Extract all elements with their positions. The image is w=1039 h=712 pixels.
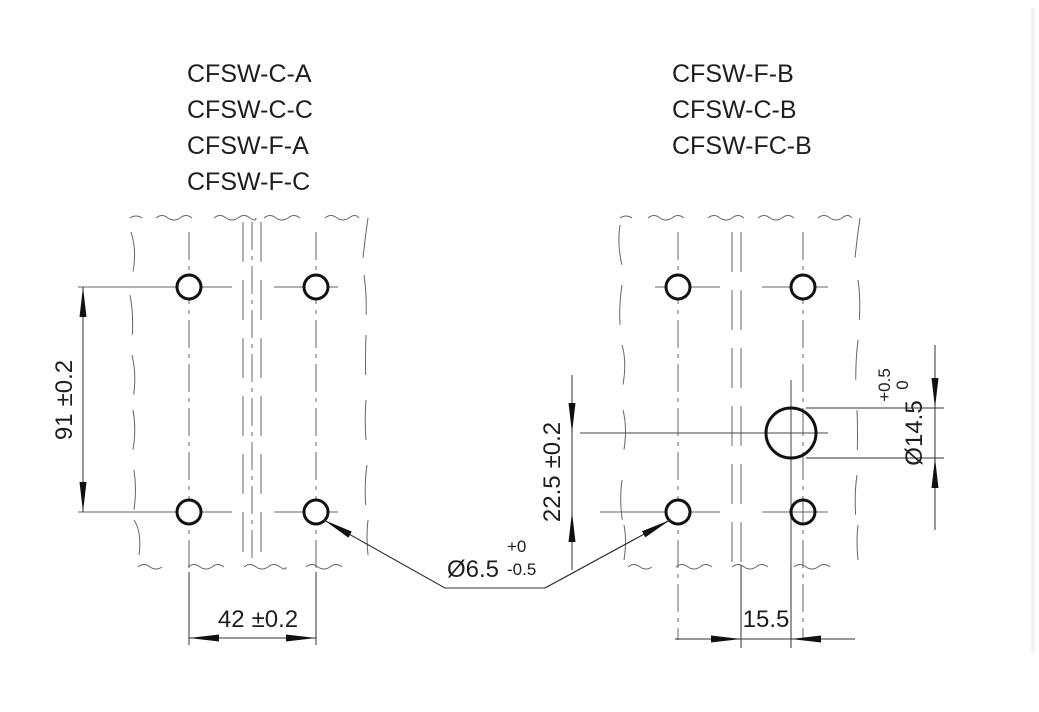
small-hole-tol-lower: -0.5 [507,560,536,579]
mounting-hole [302,498,330,526]
model-label: CFSW-C-B [672,96,797,124]
mounting-hole [302,273,330,301]
dim-14-5-label: Ø14.5 +0.5 0 [875,368,928,465]
dim-15-5-label: 15.5 [743,606,790,633]
model-label: CFSW-F-C [187,168,311,196]
dim-42-label: 42±0.2 [218,606,298,633]
profile-edge-right [362,217,369,556]
small-hole-leader [323,519,671,589]
large-hole-tol-upper: +0.5 [875,368,894,402]
break-line-top [619,215,853,221]
mounting-hole [175,273,203,301]
break-line-bottom [137,564,343,570]
model-label: CFSW-FC-B [672,132,812,160]
right-holes [664,273,818,526]
model-label: CFSW-C-C [187,96,313,124]
left-holes [175,273,330,526]
dim-91-label: 91±0.2 [51,360,78,440]
mounting-hole [789,498,817,526]
large-hole-tol-lower: 0 [893,380,912,389]
dim-42 [188,572,317,645]
large-hole-diameter: Ø14.5 [901,400,928,465]
profile-edge-right [854,217,861,561]
page-edge-strip [1031,8,1035,653]
profile-edge-left [618,224,626,561]
break-line-top [129,215,360,221]
left-model-labels: CFSW-C-A CFSW-C-C CFSW-F-A CFSW-F-C [187,56,313,200]
dim-14-5 [806,345,944,530]
dim-15-5 [675,565,855,648]
mounting-hole [175,498,203,526]
model-label: CFSW-C-A [187,60,312,88]
model-label: CFSW-F-A [187,132,309,160]
small-hole-diameter: Ø6.5 [447,556,499,583]
dim-22-5-label: 22.5±0.2 [539,422,566,522]
large-hole [764,406,818,460]
break-line-bottom [627,564,831,570]
mounting-hole [664,498,692,526]
right-view [600,215,861,640]
mounting-hole [789,273,817,301]
right-model-labels: CFSW-F-B CFSW-C-B CFSW-FC-B [672,56,812,164]
model-label: CFSW-F-B [672,60,794,88]
large-hole-center-mark [778,420,804,446]
small-hole-tol-upper: +0 [507,537,526,556]
mounting-hole [664,273,692,301]
profile-edge-left [129,231,141,556]
